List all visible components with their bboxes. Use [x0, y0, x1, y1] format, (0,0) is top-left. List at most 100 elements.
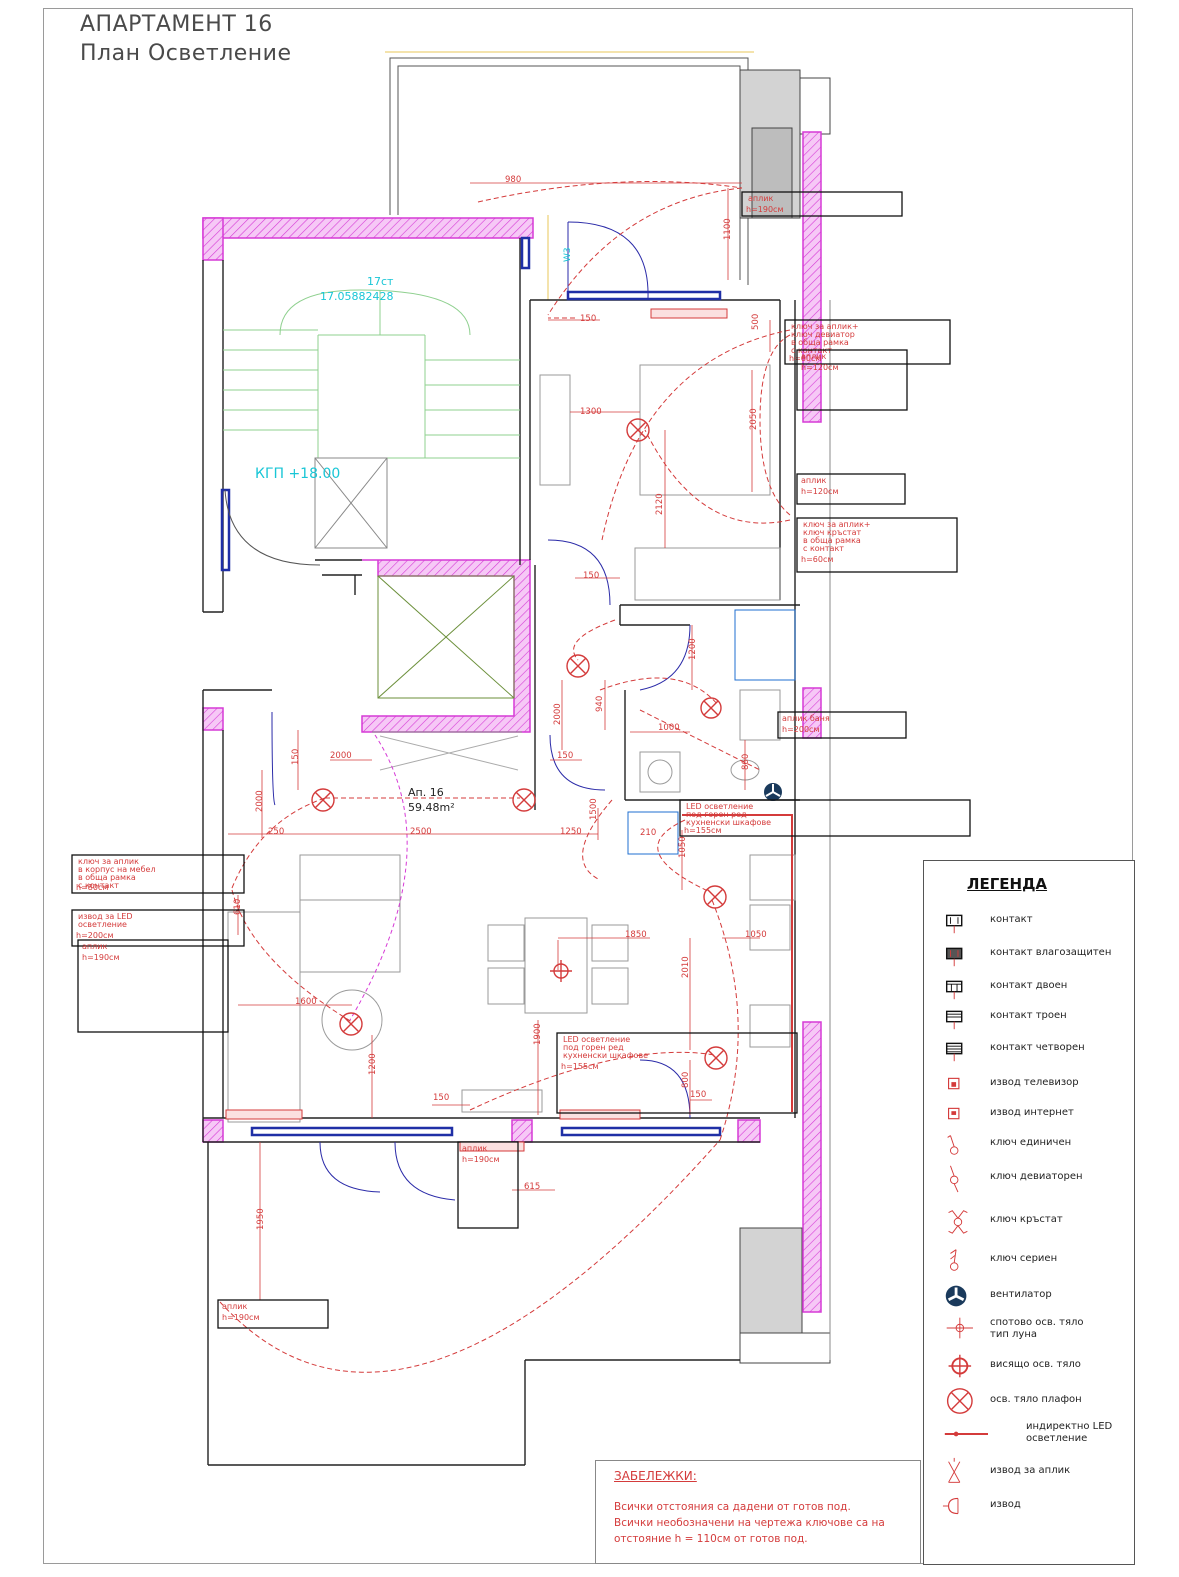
callout-text: аплик	[82, 942, 107, 951]
callout-text: с контакт	[78, 881, 119, 890]
dimension-label: 2050	[749, 408, 759, 430]
dimension-label: 150	[690, 1090, 706, 1100]
legend-item: ключ единичен	[924, 1129, 1134, 1159]
legend-label-line: извод интернет	[990, 1107, 1074, 1118]
callout-box	[777, 711, 907, 739]
callout-box	[457, 1141, 519, 1229]
legend-label-line: осветление	[1026, 1433, 1088, 1444]
serial-switch-icon	[942, 1245, 988, 1275]
dimension-lines	[228, 182, 771, 1300]
legend-label: контакт четворен	[990, 1042, 1085, 1054]
callout-box	[796, 473, 906, 505]
legend-label-line: контакт влагозащитен	[990, 947, 1112, 958]
dimension-label: 2000	[330, 751, 352, 761]
quad-socket-icon	[942, 1034, 988, 1064]
callout-box	[556, 1032, 798, 1114]
column-top-right	[739, 69, 831, 1364]
legend-item: контакт троен	[924, 1002, 1134, 1032]
ceiling-light-icon	[703, 885, 727, 909]
dimension-label: 1500	[589, 798, 599, 820]
legend-label-line: вентилатор	[990, 1289, 1052, 1300]
stair-riser: 17.05882428	[320, 290, 393, 303]
callout-box	[796, 517, 958, 573]
spotlight-icon	[942, 1313, 988, 1343]
legend-label: ключ единичен	[990, 1137, 1071, 1149]
callout-height: h=80см	[76, 883, 108, 892]
legend-label: контакт	[990, 914, 1033, 926]
callout-text: в обща рамка	[803, 536, 861, 545]
legend-item: ключ сериен	[924, 1245, 1134, 1275]
callout-box	[77, 939, 229, 1033]
plan-labels: 17ст 17.05882428 КГП +18.00 W3 Ап. 16 59…	[255, 247, 573, 814]
legend-label: извод интернет	[990, 1107, 1074, 1119]
callout-text: ключ за аплик+	[791, 322, 859, 331]
legend-label: контакт влагозащитен	[990, 947, 1111, 959]
legend-item: вентилатор	[924, 1281, 1134, 1311]
apartment-name: Ап. 16	[408, 786, 444, 799]
apartment-area: 59.48m²	[408, 801, 455, 814]
elevator-shaft	[314, 457, 522, 771]
triple-socket-icon	[942, 1002, 988, 1032]
callout-text: аплик	[462, 1144, 487, 1153]
ceiling-light-icon	[704, 1046, 728, 1070]
legend-item: контакт влагозащитен	[924, 939, 1134, 969]
callout-box	[796, 349, 908, 411]
dimension-label: 1900	[533, 1023, 543, 1045]
legend-label-line: спотово осв. тяло	[990, 1317, 1084, 1328]
ceiling-light-icon	[700, 697, 722, 719]
doors[interactable]	[224, 221, 691, 1201]
legend-label-line: индиректно LED	[1026, 1421, 1113, 1432]
legend-item: контакт двоен	[924, 972, 1134, 1002]
stair	[223, 289, 520, 459]
pendant-light-icon	[942, 1351, 988, 1381]
legend-label-line: осв. тяло плафон	[990, 1394, 1082, 1405]
legend-item: висящо осв. тяло	[924, 1351, 1134, 1381]
legend-title: ЛЕГЕНДА	[967, 875, 1048, 893]
legend-label: контакт троен	[990, 1010, 1067, 1022]
fan-icon	[764, 783, 782, 801]
socket-icon	[942, 906, 988, 936]
legend-label-line: ключ сериен	[990, 1253, 1058, 1264]
dimension-label: 1600	[295, 997, 317, 1007]
legend-label-line: тип луна	[990, 1329, 1038, 1340]
callout-height: h=190см	[462, 1155, 499, 1164]
dimension-label: 1100	[723, 218, 733, 240]
callout-height: h=155см	[561, 1062, 598, 1071]
dimension-label: 1200	[688, 638, 698, 660]
callout-text: извод за LED	[78, 912, 133, 921]
callout-box	[71, 909, 245, 947]
callout-text: ключ за аплик	[78, 857, 139, 866]
wall-light-outlet-icon	[942, 1457, 988, 1487]
plan-subtitle: План Осветление	[80, 41, 292, 66]
dimension-label: 940	[595, 696, 605, 712]
callout-height: h=200см	[782, 725, 819, 734]
legend-item: извод интернет	[924, 1099, 1134, 1129]
callout-text: ключ за аплик+	[803, 520, 871, 529]
callout-box	[679, 799, 971, 837]
callout: аплик h=190см	[457, 1141, 519, 1229]
dimension-label: 1000	[658, 723, 680, 733]
waterproof-socket-icon	[942, 939, 988, 969]
dimension-label: 150	[580, 314, 596, 324]
callout-text: в обща рамка	[78, 873, 136, 882]
callout-text: в корпус на мебел	[78, 865, 156, 874]
legend-label: извод телевизор	[990, 1077, 1079, 1089]
callout-text: аплик	[801, 352, 826, 361]
callout-height: h=190см	[82, 953, 119, 962]
dimension-label: 2500	[410, 827, 432, 837]
dimension-label: 610	[233, 899, 243, 915]
double-socket-icon	[942, 972, 988, 1002]
level-mark: КГП +18.00	[255, 466, 340, 482]
dimension-label: 615	[524, 1182, 540, 1192]
ceiling-light-icon	[566, 654, 590, 678]
callout-height: h=60см	[801, 555, 833, 564]
ceiling-light-icon	[311, 788, 335, 812]
dimension-label: 150	[433, 1093, 449, 1103]
callout-box	[784, 319, 951, 365]
led-strip-icon	[942, 1419, 988, 1449]
